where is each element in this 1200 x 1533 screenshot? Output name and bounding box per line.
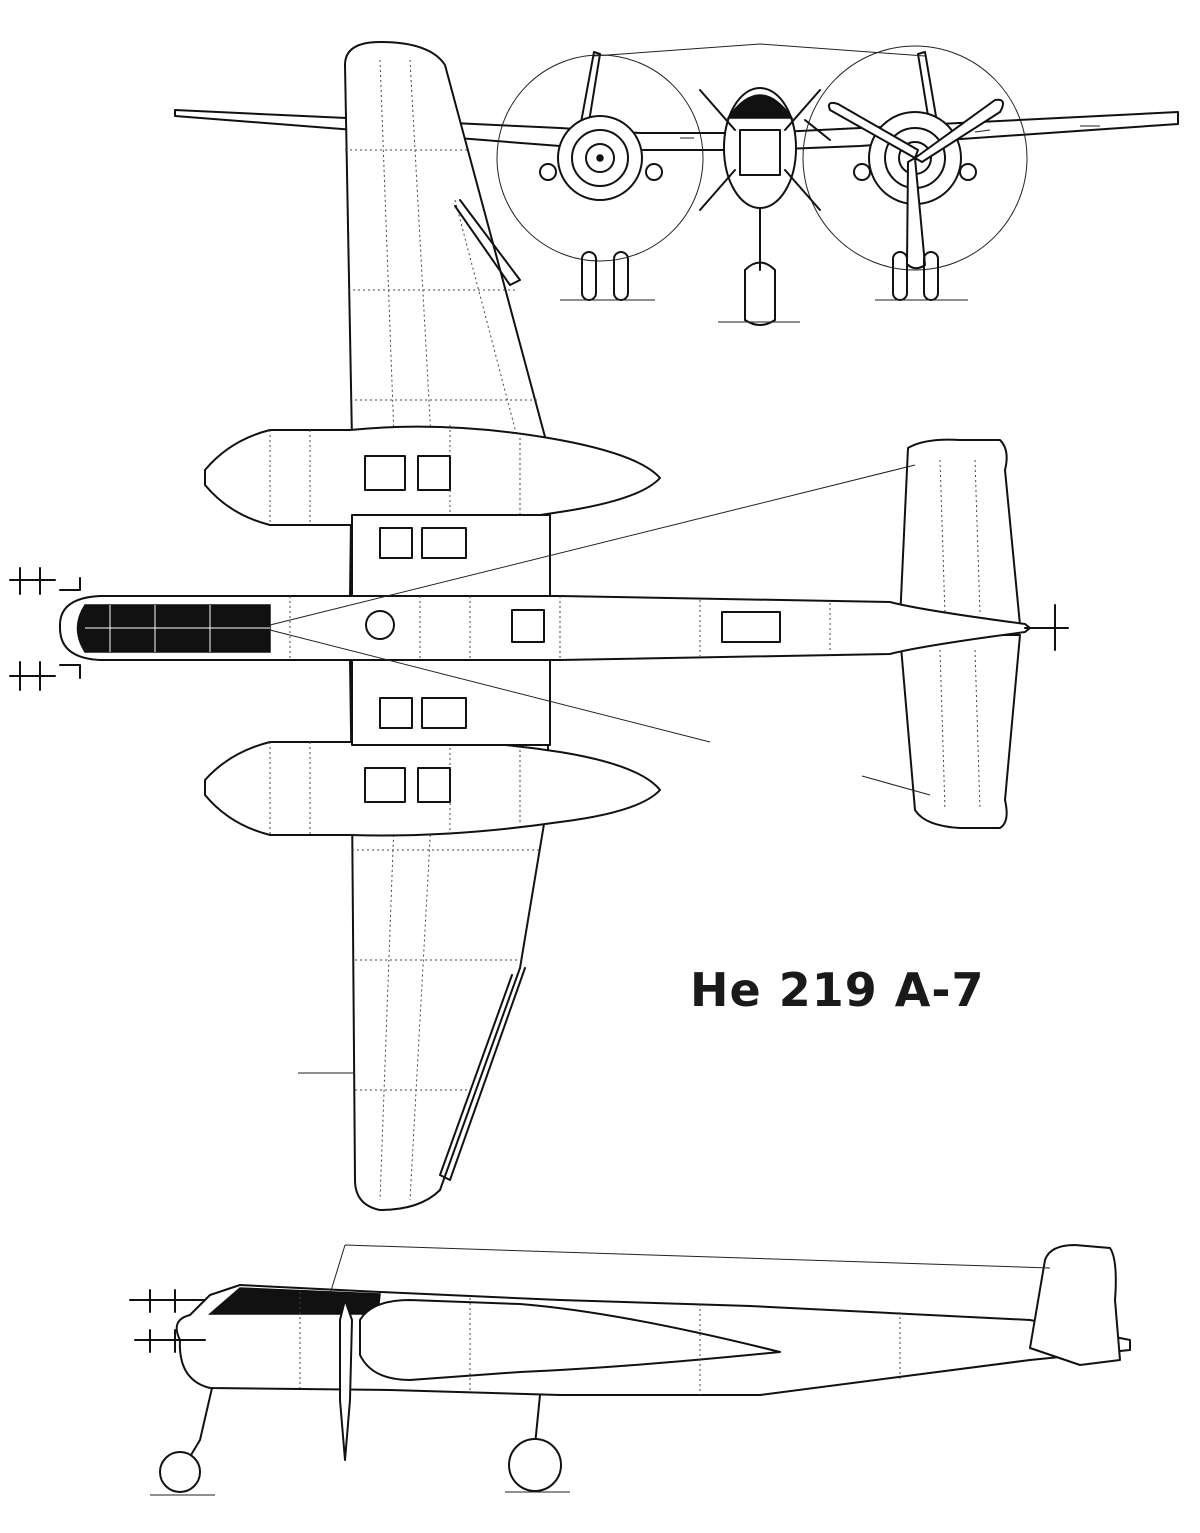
cockpit-frames: [85, 605, 270, 652]
side-aerial-wire: [329, 1244, 1051, 1295]
right-main-wheels-b: [923, 251, 939, 301]
fuselage-hatch-b: [721, 611, 781, 643]
lower-nacelle: [204, 738, 661, 837]
front-ground-line: [560, 299, 968, 323]
side-nacelle: [359, 1299, 781, 1381]
side-panel-lines: [299, 1292, 901, 1395]
upper-tailplane: [899, 438, 1021, 626]
lower-nacelle-hatch-a: [364, 767, 406, 803]
nose-panel: [739, 129, 781, 176]
center-hatch-c: [379, 697, 413, 729]
plan-view: [9, 41, 1069, 1211]
side-main-gear: [534, 1394, 541, 1446]
front-view-wing: [174, 109, 1179, 151]
center-hatch-b: [421, 527, 467, 559]
antenna-lines: [699, 89, 831, 211]
right-propeller-disc: [802, 45, 1028, 271]
projection-lines: [269, 464, 931, 796]
lower-aileron: [439, 967, 526, 1181]
left-spinner-hub: [596, 154, 604, 162]
lower-nacelle-hatch-b: [417, 767, 451, 803]
upper-nacelle-hatch-b: [417, 455, 451, 491]
upper-aileron: [454, 199, 521, 286]
side-main-wheel: [508, 1438, 562, 1492]
right-main-wheels: [892, 251, 908, 301]
right-exhaust-pod-a: [853, 163, 871, 181]
front-nose-gear: [744, 207, 776, 326]
side-ground-line: [150, 1491, 570, 1496]
fuselage-hatch-a: [511, 609, 545, 643]
nose-radar-antennae: [9, 567, 81, 691]
center-wing-lower: [351, 659, 551, 746]
tail-radar-antennae: [1024, 604, 1069, 651]
side-propeller: [339, 1299, 353, 1461]
fuselage-panel-lines: [289, 596, 831, 660]
upper-nacelle: [204, 425, 661, 528]
side-tail-fin: [1029, 1244, 1121, 1366]
side-nose-antennae: [129, 1289, 206, 1353]
front-view: [174, 43, 1179, 326]
aircraft-title: He 219 A-7: [690, 963, 985, 1017]
left-engine-ring: [571, 129, 629, 187]
tailplane-line: [593, 43, 926, 57]
lower-nacelle-panels: [269, 738, 521, 838]
side-nose-wheel: [159, 1451, 201, 1493]
lower-tailplane: [899, 634, 1021, 829]
left-exhaust-pod-b: [645, 163, 663, 181]
side-canopy: [207, 1287, 381, 1315]
lower-wing-panel-lines: [352, 659, 540, 1201]
center-hatch-a: [379, 527, 413, 559]
left-main-wheels: [581, 251, 597, 301]
right-exhaust-pod-b: [959, 163, 977, 181]
center-hatch-d: [421, 697, 467, 729]
fuselage-dome: [365, 610, 395, 640]
left-exhaust-pod-a: [539, 163, 557, 181]
side-view: [129, 1244, 1131, 1496]
upper-nacelle-hatch-a: [364, 455, 406, 491]
canopy-front: [726, 94, 794, 119]
